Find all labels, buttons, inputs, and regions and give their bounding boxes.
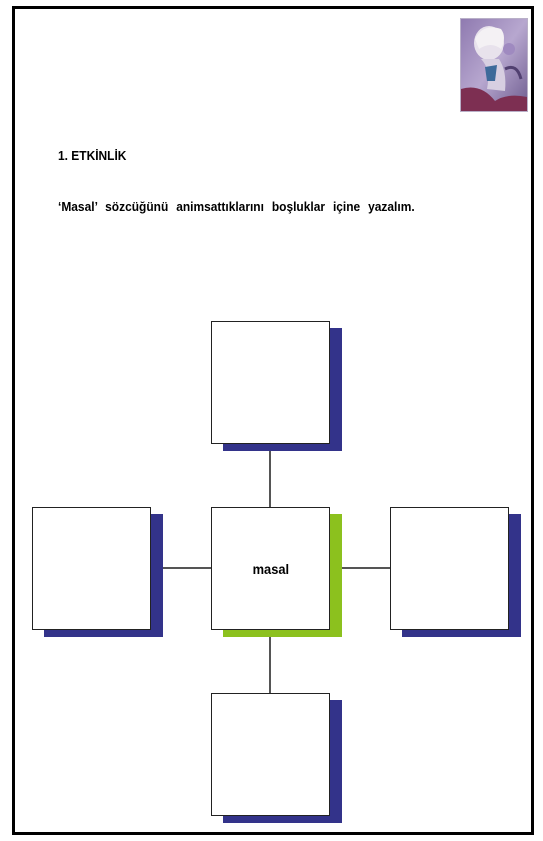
page-frame <box>12 6 534 835</box>
answer-box-bottom[interactable] <box>211 693 342 823</box>
connector-left <box>151 567 211 569</box>
answer-box-left[interactable] <box>32 507 163 637</box>
painting-thumbnail <box>460 18 528 112</box>
center-box: masal <box>211 507 342 637</box>
answer-box-area[interactable] <box>211 693 330 816</box>
answer-box-area[interactable] <box>32 507 151 630</box>
activity-title: 1. ETKİNLİK <box>58 148 127 163</box>
connector-top <box>269 444 271 508</box>
connector-bottom <box>269 630 271 693</box>
answer-box-right[interactable] <box>390 507 521 637</box>
answer-box-area[interactable] <box>211 321 330 444</box>
connector-right <box>330 567 390 569</box>
answer-box-area[interactable] <box>390 507 509 630</box>
activity-instruction: ‘Masal’ sözcüğünü animsattıklarını boşlu… <box>58 199 415 214</box>
center-label: masal <box>252 560 289 577</box>
center-box-area: masal <box>211 507 330 630</box>
answer-box-top[interactable] <box>211 321 342 451</box>
